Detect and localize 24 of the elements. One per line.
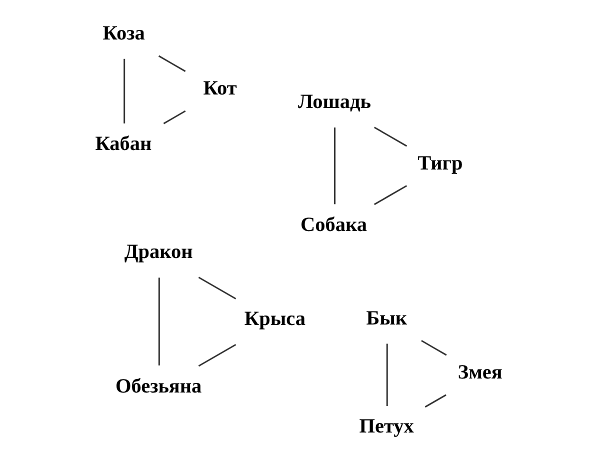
node-text: Тигр <box>418 152 463 174</box>
node-text: Бык <box>366 307 408 330</box>
node-text: Кабан <box>95 132 152 155</box>
node-text: Собака <box>300 214 368 236</box>
connector <box>424 394 446 408</box>
connector <box>374 185 408 206</box>
connector <box>158 278 160 366</box>
connector <box>198 344 236 367</box>
connector <box>158 55 186 72</box>
connector <box>334 128 336 204</box>
node-text: Коза <box>102 22 145 45</box>
connector <box>374 126 408 147</box>
node-text: Дракон <box>124 241 193 264</box>
node-text: Крыса <box>244 308 306 330</box>
connector <box>421 340 447 356</box>
connector <box>198 276 236 300</box>
node-text: Лошадь <box>298 91 371 114</box>
node-text: Петух <box>359 415 414 438</box>
connector <box>386 344 388 406</box>
connector <box>163 110 186 124</box>
node-text: Обезьяна <box>115 375 202 398</box>
connector <box>124 58 126 124</box>
node-text: Кот <box>203 78 237 100</box>
node-text: Змея <box>458 361 502 384</box>
